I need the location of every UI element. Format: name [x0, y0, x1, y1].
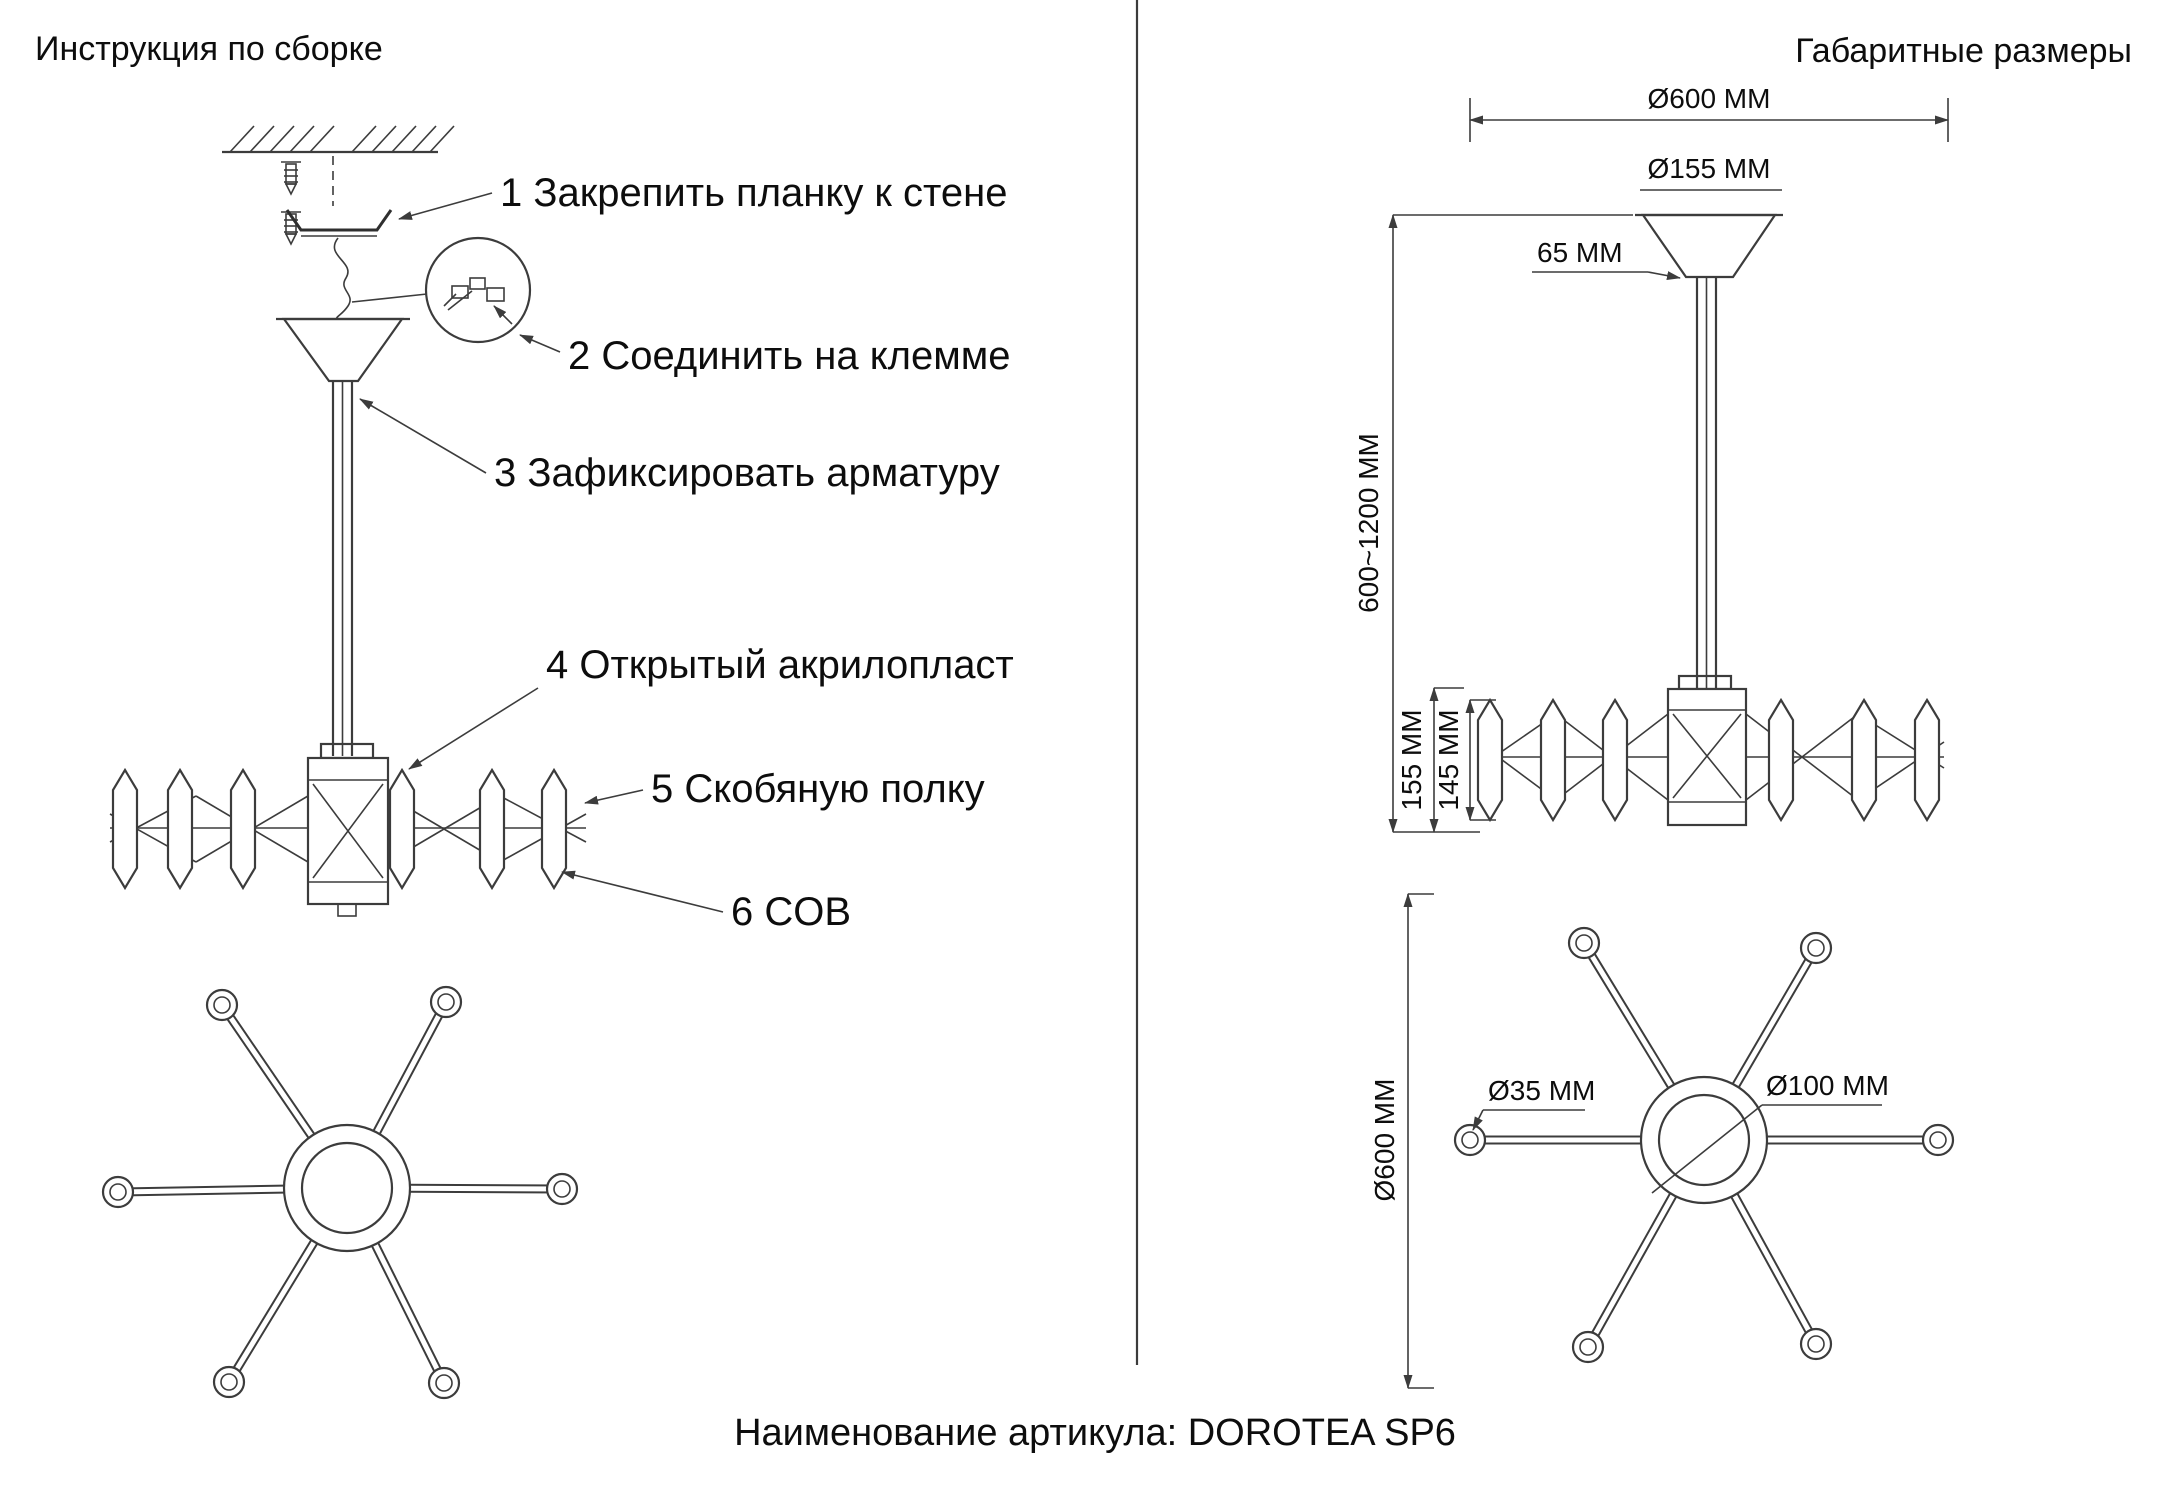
dim-canopy-height-label: 65 MM: [1537, 237, 1623, 268]
plan-hub-inner: [1657, 1093, 1751, 1187]
dimensions-title: Габаритные размеры: [1795, 32, 2132, 70]
mounting-bracket: [285, 209, 393, 237]
callout-step-5-label: 5 Скобяную полку: [651, 767, 985, 811]
callout-step-4: 4 Открытый акрилопласт: [408, 643, 1014, 770]
dim-plan-diameter-label: Ø600 MM: [1369, 1079, 1400, 1202]
assembly-panel: Инструкция по сборке: [35, 30, 1014, 1400]
shades-side-view: [111, 767, 568, 891]
plan-shade-tips: [101, 985, 579, 1400]
callout-step-4-label: 4 Открытый акрилопласт: [546, 643, 1014, 687]
dim-overall-diameter: Ø600 MM: [1469, 83, 1949, 142]
assembly-title: Инструкция по сборке: [35, 30, 383, 68]
screw-icon: [281, 161, 301, 196]
canopy-dimensioned: [1635, 213, 1783, 279]
dimensions-panel: Габаритные размеры Ø600 MM Ø155 MM 65 MM: [1353, 32, 2132, 1389]
dim-canopy-diameter: Ø155 MM: [1640, 153, 1782, 191]
callout-step-6: 6 COB: [561, 870, 851, 934]
dim-frame-height: 155 MM: [1396, 687, 1464, 833]
callout-step-2-label: 2 Соединить на клемме: [568, 334, 1010, 378]
callout-step-5: 5 Скобяную полку: [584, 767, 985, 811]
dim-plan-diameter: Ø600 MM: [1369, 893, 1434, 1389]
plan-shade-tips: [1453, 926, 1955, 1364]
terminal-detail-view: [424, 236, 532, 344]
wiring: [333, 237, 428, 321]
callout-step-6-label: 6 COB: [731, 890, 851, 934]
callout-step-3: 3 Зафиксировать арматуру: [359, 398, 1000, 495]
dim-arm-tube-label: Ø35 MM: [1488, 1075, 1595, 1106]
suspension-rod: [331, 381, 354, 756]
screw-icon: [281, 211, 301, 246]
dim-suspension-range-label: 600~1200 MM: [1353, 433, 1384, 613]
dim-shade-height-label: 145 MM: [1433, 709, 1464, 810]
callout-step-3-label: 3 Зафиксировать арматуру: [494, 451, 1000, 495]
dim-frame-height-label: 155 MM: [1396, 709, 1427, 810]
dim-canopy-diameter-label: Ø155 MM: [1648, 153, 1771, 184]
plan-view-left: [101, 985, 579, 1400]
footer-article-name: Наименование артикула: DOROTEA SP6: [734, 1412, 1456, 1454]
canopy: [276, 317, 410, 383]
central-hub-dimensioned: [1666, 674, 1748, 827]
assembly-callouts: 1 Закрепить планку к стене 2 Соединить н…: [359, 171, 1014, 934]
dim-arm-tube: Ø35 MM: [1472, 1075, 1595, 1131]
central-hub: [306, 742, 390, 917]
ceiling-hatch: [222, 125, 455, 206]
plan-hub-inner: [300, 1141, 394, 1235]
dim-hub-diameter: Ø100 MM: [1651, 1070, 1889, 1194]
callout-step-1: 1 Закрепить планку к стене: [398, 171, 1008, 220]
dim-canopy-height: 65 MM: [1532, 237, 1681, 281]
suspension-rod-dimensioned: [1695, 277, 1718, 688]
plan-view-right: Ø600 MM Ø35 MM Ø100 MM: [1369, 893, 1955, 1389]
dim-shade-height: 145 MM: [1433, 699, 1496, 821]
callout-step-2: 2 Соединить на клемме: [519, 334, 1010, 378]
dim-hub-diameter-label: Ø100 MM: [1766, 1070, 1889, 1101]
dim-suspension-range: 600~1200 MM: [1353, 214, 1633, 833]
dim-overall-diameter-label: Ø600 MM: [1648, 83, 1771, 114]
callout-step-1-label: 1 Закрепить планку к стене: [500, 171, 1008, 215]
